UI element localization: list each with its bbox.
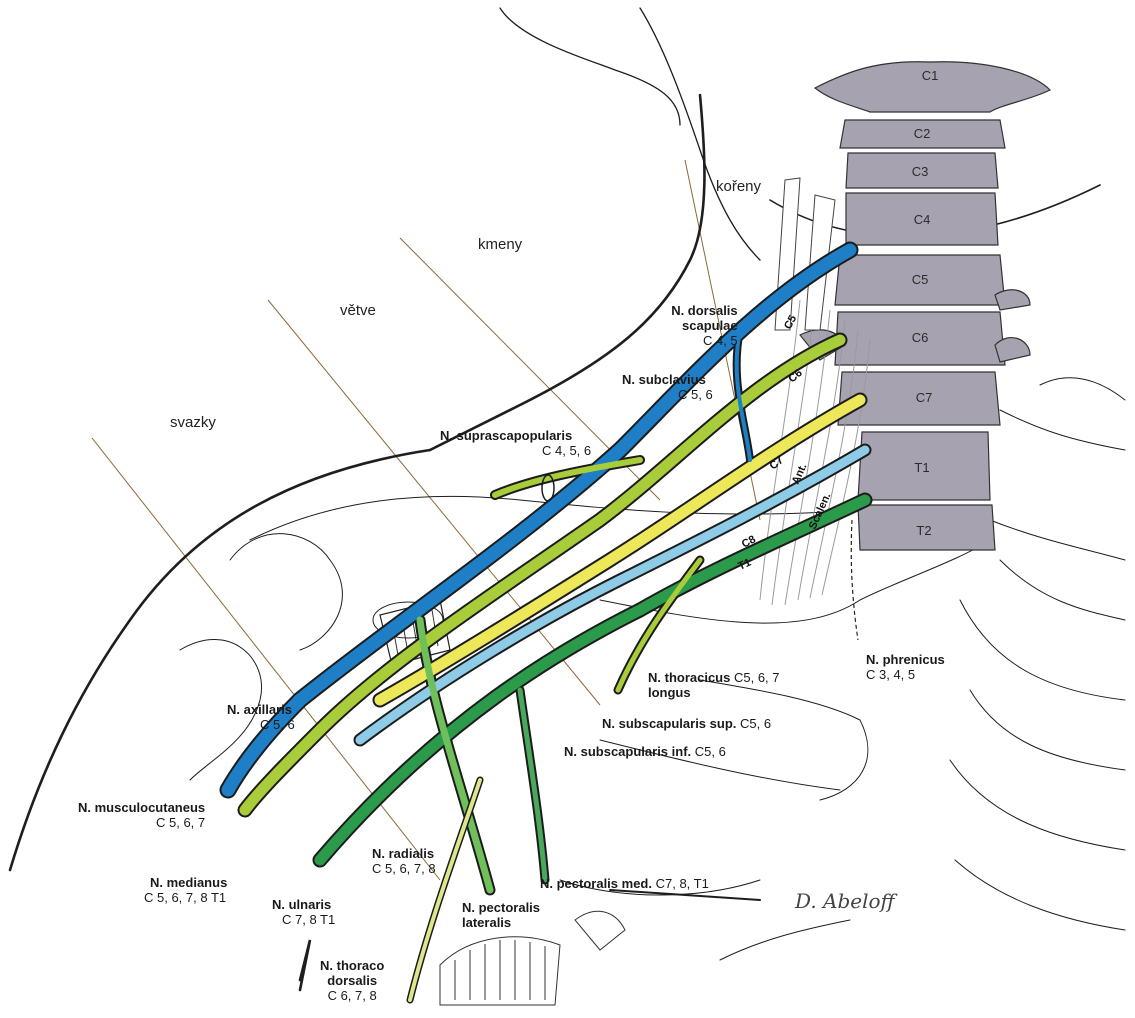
label-pectoralis-lateralis: N. pectoralis lateralis — [462, 900, 540, 930]
vertebra-label: T2 — [916, 523, 931, 538]
label-musculocutaneus: N. musculocutaneus C 5, 6, 7 — [72, 800, 205, 830]
label-radialis: N. radialis C 5, 6, 7, 8 — [372, 846, 436, 876]
label-thoracodorsalis: N. thoraco dorsalis C 6, 7, 8 — [320, 958, 384, 1003]
vertebra-label: T1 — [914, 460, 929, 475]
artist-signature: D. Abeloff — [794, 889, 899, 913]
label-subscapularis-sup: N. subscapularis sup. C5, 6 — [602, 716, 771, 731]
label-pectoralis-med: N. pectoralis med. C7, 8, T1 — [540, 876, 709, 891]
vertebra-label: C7 — [916, 390, 933, 405]
upper-nerve-fibers — [775, 178, 835, 330]
label-subclavius: N. subclavius C 5, 6 — [622, 372, 713, 402]
section-svazky: svazky — [170, 414, 216, 431]
label-dorsalis-scapulae: N. dorsalis scapulae C 4, 5 — [652, 303, 738, 348]
label-thoracicus-longus: N. thoracicus C5, 6, 7 longus — [648, 670, 780, 700]
label-ulnaris: N. ulnaris C 7, 8 T1 — [272, 897, 335, 927]
label-medianus: N. medianus C 5, 6, 7, 8 T1 — [150, 875, 227, 905]
label-phrenicus: N. phrenicus C 3, 4, 5 — [866, 652, 945, 682]
section-koreny: kořeny — [716, 178, 761, 195]
label-axillaris: N. axillaris C 5, 6 — [227, 702, 295, 732]
section-kmeny: kmeny — [478, 236, 522, 253]
phrenicus-nerve — [851, 520, 858, 640]
vertebra-label: C2 — [914, 126, 931, 141]
vertebra-label: C1 — [922, 68, 939, 83]
vertebra-label: C5 — [912, 272, 929, 287]
vertebra-label: C6 — [912, 330, 929, 345]
vertebra-label: C4 — [914, 212, 931, 227]
label-suprascapularis: N. suprascapopularis C 4, 5, 6 — [440, 428, 591, 458]
section-vetve: větve — [340, 302, 376, 319]
vertebra-label: C3 — [912, 164, 929, 179]
label-subscapularis-inf: N. subscapularis inf. C5, 6 — [564, 744, 726, 759]
